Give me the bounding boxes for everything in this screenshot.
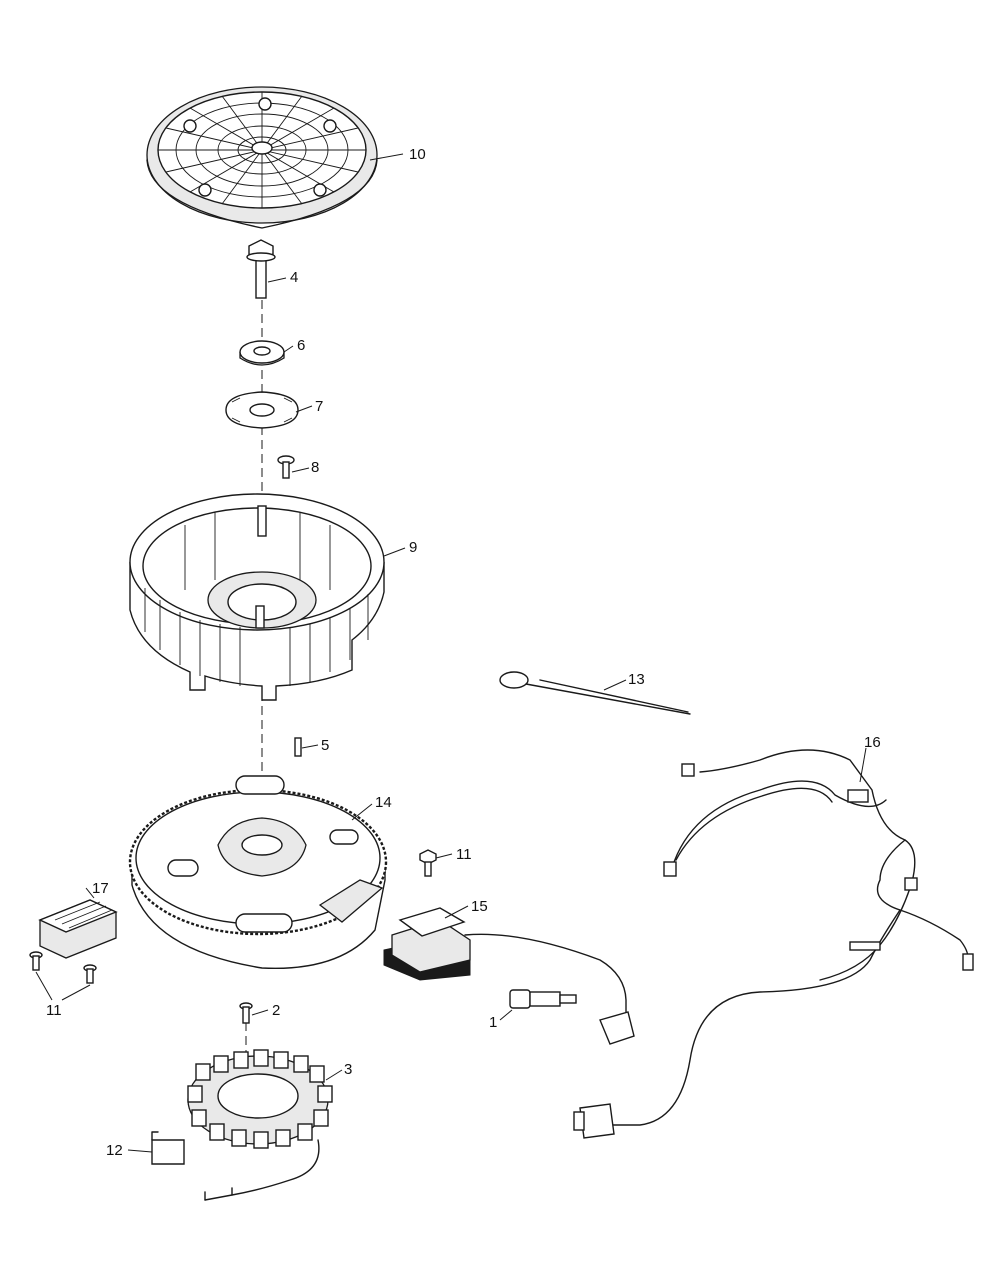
part-2-stator-bolt: [239, 1002, 253, 1024]
callout-4: 4: [290, 269, 298, 286]
callout-9: 9: [409, 539, 417, 556]
callout-leaders: [85, 153, 867, 1153]
callout-17: 17: [92, 880, 109, 897]
callout-8: 8: [311, 459, 319, 476]
part-3-stator: [187, 1049, 333, 1201]
part-17-regulator-rectifier: [38, 899, 118, 959]
callout-13: 13: [628, 671, 645, 688]
callout-10: 10: [409, 146, 426, 163]
part-15-ignition-module: [383, 907, 635, 1045]
callout-5: 5: [321, 737, 329, 754]
callout-16: 16: [864, 734, 881, 751]
part-14-ring-gear: [128, 775, 388, 970]
part-11-screw-right: [419, 849, 437, 877]
callout-11-left: 11: [46, 1002, 62, 1019]
part-16-wiring-harness: [573, 749, 974, 1139]
callout-2: 2: [272, 1002, 280, 1019]
callout-15: 15: [471, 898, 488, 915]
part-11-screws-left: [29, 951, 97, 1001]
part-10-fan-screen: [146, 86, 378, 229]
part-1-spark-plug: [509, 989, 577, 1009]
callout-12: 12: [106, 1142, 123, 1159]
callout-6: 6: [297, 337, 305, 354]
part-7-lock-plate: [225, 391, 299, 429]
part-8-screw: [277, 455, 295, 479]
part-13-wire-tool: [499, 671, 691, 715]
part-9-flywheel: [129, 493, 385, 701]
callout-14: 14: [375, 794, 392, 811]
callout-11-right: 11: [456, 846, 472, 863]
callout-3: 3: [344, 1061, 352, 1078]
callout-labels: 10 4 6 7 8 9 13 5 16 14 11 17 15 11 2 1 …: [46, 146, 881, 1159]
callout-1: 1: [489, 1014, 497, 1031]
part-5-flywheel-key: [294, 737, 302, 757]
part-6-washer: [239, 340, 285, 366]
callout-7: 7: [315, 398, 323, 415]
part-12-clip: [151, 1131, 185, 1165]
part-4-flywheel-bolt: [246, 239, 276, 299]
